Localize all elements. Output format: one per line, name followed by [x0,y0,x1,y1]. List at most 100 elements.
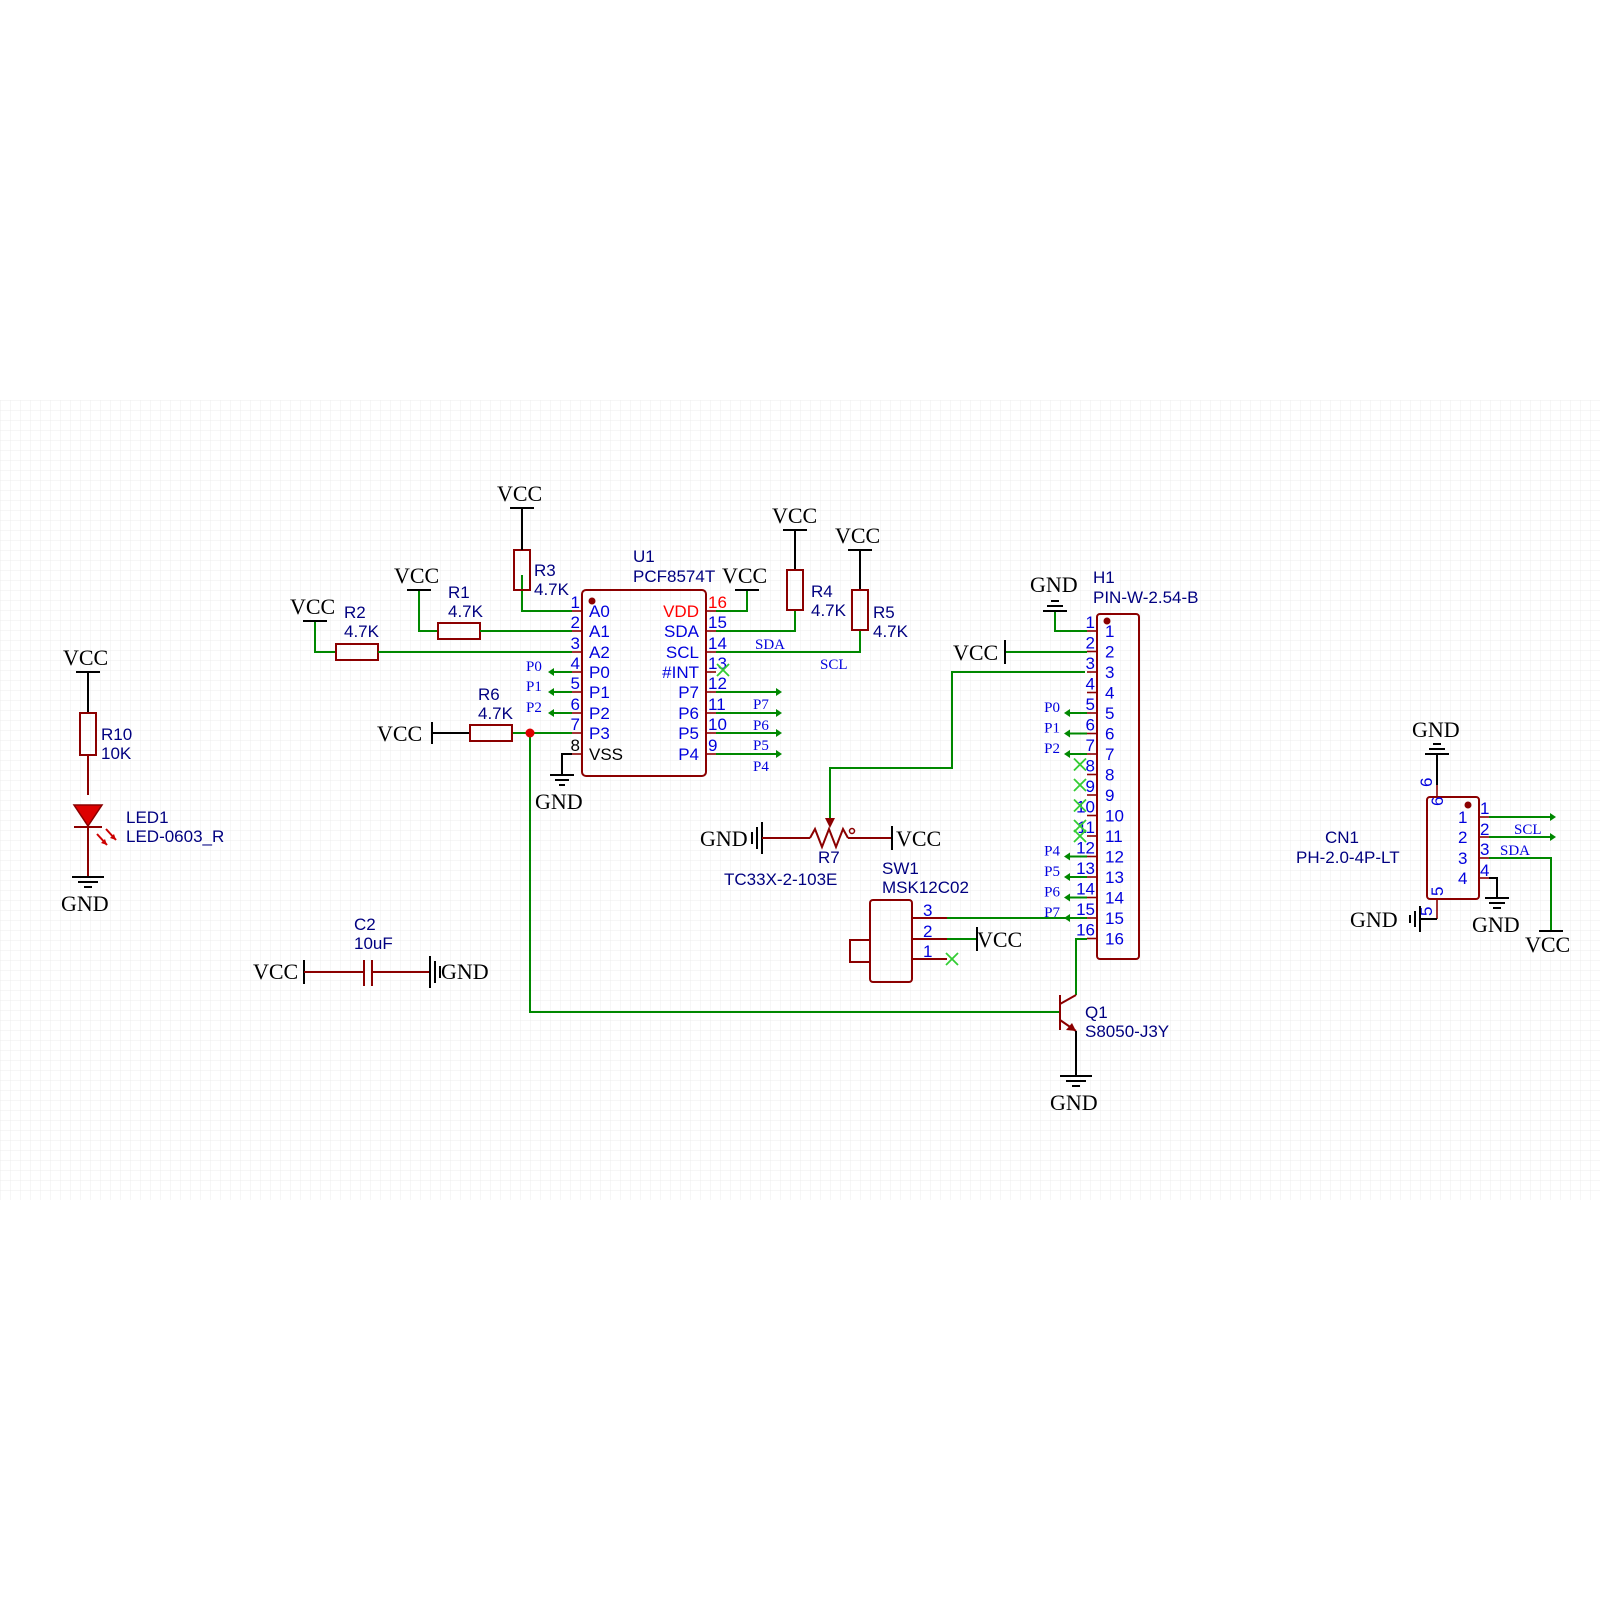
u1-ref: U1 [633,547,655,566]
svg-text:LED1: LED1 [126,808,169,827]
h1-net-label: P5 [1044,864,1060,880]
h1-pin-number-outer: 5 [1086,695,1095,714]
svg-text:VCC: VCC [772,503,817,528]
u1-pin-number: 7 [571,715,580,734]
svg-text:1: 1 [1480,799,1489,818]
switch-sw1[interactable]: 3 2 1 VCC SW1 MSK12C02 [849,859,1022,983]
h1-pin-number-inner: 5 [1105,704,1114,723]
svg-text:4.7K: 4.7K [344,622,380,641]
net-arrow-icon [1064,709,1070,717]
svg-text:R2: R2 [344,603,366,622]
svg-text:GND: GND [1030,572,1078,597]
svg-text:4.7K: 4.7K [811,601,847,620]
potentiometer-r7[interactable]: GND VCC R7 TC33X-2-103E [700,671,1085,889]
capacitor-c2[interactable]: VCC GND C2 10uF [253,915,489,988]
net-label-sda: SDA [755,637,785,653]
gnd-symbol-h1: GND [1030,572,1078,612]
svg-text:S8050-J3Y: S8050-J3Y [1085,1022,1169,1041]
svg-text:3: 3 [1458,849,1467,868]
svg-text:VCC: VCC [1525,932,1570,957]
no-connect-icon [1073,819,1087,833]
svg-text:4.7K: 4.7K [448,602,484,621]
svg-text:PIN-W-2.54-B: PIN-W-2.54-B [1093,588,1199,607]
svg-text:VCC: VCC [977,927,1022,952]
transistor-q1[interactable]: Q1 S8050-J3Y [1059,994,1169,1076]
u1-pin-name: P0 [589,663,610,682]
gnd-symbol-cn1-pin5: GND [1350,906,1437,932]
h1-pin-number-inner: 15 [1105,909,1124,928]
u1-pin-number: 2 [571,613,580,632]
net-arrow-icon [776,729,782,737]
h1-pin-number-outer: 12 [1076,839,1095,858]
h1-pin-number-outer: 3 [1086,654,1095,673]
svg-text:PH-2.0-4P-LT: PH-2.0-4P-LT [1296,848,1400,867]
u1-pin-name: P6 [678,704,699,723]
vcc-symbol-r4: VCC [772,503,817,531]
h1-pin-number-inner: 6 [1105,725,1114,744]
svg-text:2: 2 [1480,820,1489,839]
svg-text:4.7K: 4.7K [478,704,514,723]
resistor-r1[interactable]: R1 4.7K [418,583,502,640]
svg-text:GND: GND [1350,907,1398,932]
h1-net-label: P6 [1044,885,1060,901]
net-arrow-icon [776,709,782,717]
svg-text:R7: R7 [818,848,840,867]
u1-pin-number: 10 [708,715,727,734]
svg-text:H1: H1 [1093,568,1115,587]
gnd-symbol-led: GND [61,876,109,916]
svg-text:10K: 10K [101,744,132,763]
net-arrow-icon [776,688,782,696]
svg-text:GND: GND [1050,1090,1098,1115]
resistor-r5[interactable]: R5 4.7K [851,550,909,641]
svg-text:GND: GND [535,789,583,814]
resistor-r2[interactable]: R2 4.7K [314,603,398,661]
junction-dot [525,728,535,738]
resistor-r3[interactable]: R3 4.7K [513,508,570,599]
vcc-label-h1: VCC [953,640,998,665]
u1-pin-number: 5 [571,674,580,693]
svg-text:R6: R6 [478,685,500,704]
vcc-symbol-u1: VCC [722,563,767,591]
resistor-r6[interactable]: R6 4.7K VCC [377,685,514,746]
u1-part: PCF8574T [633,567,715,586]
svg-text:TC33X-2-103E: TC33X-2-103E [724,870,837,889]
svg-text:3: 3 [923,901,932,920]
resistor-r4[interactable]: R4 4.7K [786,530,847,620]
svg-text:2: 2 [1458,828,1467,847]
net-arrow-icon [1064,750,1070,758]
svg-text:1: 1 [1458,808,1467,827]
h1-pin-number-inner: 10 [1105,807,1124,826]
u1-pin-number: 6 [571,695,580,714]
h1-pin-number-outer: 1 [1086,613,1095,632]
svg-text:4: 4 [1480,861,1489,880]
led1[interactable]: LED1 LED-0603_R [72,804,224,877]
net-arrow-icon [776,750,782,758]
vcc-symbol-r5: VCC [835,523,880,551]
svg-text:10uF: 10uF [354,934,393,953]
net-arrow-icon [1064,893,1070,902]
gnd-symbol-u1: GND [535,774,583,814]
svg-text:GND: GND [61,891,109,916]
net-arrow-icon [1064,729,1070,738]
u1-pin-name: P1 [589,683,610,702]
u1-pin-name: A1 [589,622,610,641]
net-arrow-icon [548,709,554,717]
svg-text:Q1: Q1 [1085,1003,1108,1022]
no-connect-icon [1073,798,1087,813]
h1-pin-number-inner: 4 [1105,684,1114,703]
h1-pin-number-outer: 13 [1076,859,1095,878]
u1-net-label: P5 [753,738,769,754]
svg-text:R1: R1 [448,583,470,602]
svg-text:R4: R4 [811,582,833,601]
connector-cn1[interactable]: CN1 PH-2.0-4P-LT 1 2 3 4 1 2 3 4 6 5 6 5… [1296,778,1556,931]
grid-area [0,400,1600,1200]
resistor-r10[interactable]: VCC R10 10K [63,645,132,795]
svg-text:C2: C2 [354,915,376,934]
u1-pin-name: SCL [666,643,699,662]
svg-text:CN1: CN1 [1325,828,1359,847]
